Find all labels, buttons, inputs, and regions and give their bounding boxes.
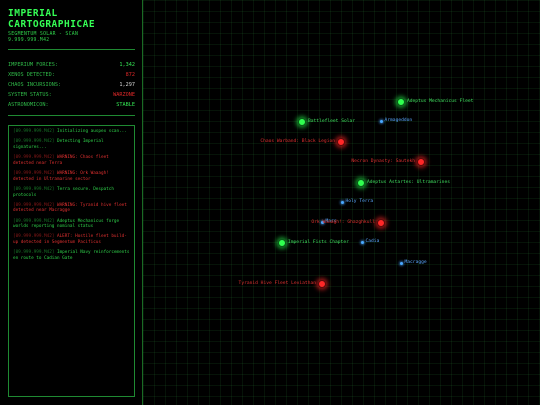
subtitle-sector: SEGMENTUM SOLAR - SCAN [8, 32, 79, 37]
log-message: Imperial Navy reinforcements en route to… [13, 250, 130, 262]
log-entry: [09.999.999.M42] Imperial Navy reinforce… [13, 250, 130, 262]
log-entry: [09.999.999.M42] ALERT: Hostile fleet bu… [13, 234, 130, 246]
marker-dot-icon [278, 239, 286, 247]
map-marker-adeptus-astartes-ultramarines[interactable]: Adeptus Astartes: Ultramarines [357, 179, 450, 187]
stat-row-astronomicon: ASTRONOMICON: STABLE [8, 100, 135, 110]
log-timestamp: [09.999.999.M42] [13, 218, 55, 224]
stats-list: IMPERIUM FORCES: 1,342 XENOS DETECTED: 8… [8, 60, 135, 110]
marker-label: Cadia [365, 239, 380, 244]
marker-label: Mars [325, 219, 337, 224]
stat-row-xenos: XENOS DETECTED: 872 [8, 70, 135, 80]
log-entry: [09.999.999.M42] Initializing auspex sca… [13, 129, 130, 135]
marker-dot-icon [360, 240, 364, 244]
map-marker-cadia[interactable]: Cadia [360, 239, 380, 245]
log-message: WARNING: Chaos fleet detected near Terra [13, 154, 109, 166]
marker-dot-icon [377, 219, 385, 227]
map-marker-adeptus-mechanicus-fleet[interactable]: Adeptus Mechanicus Fleet [397, 98, 473, 106]
log-message: Detecting Imperial signatures... [13, 139, 104, 150]
marker-dot-icon [318, 280, 326, 288]
marker-label: Adeptus Mechanicus Fleet [407, 99, 474, 104]
map-marker-macragge[interactable]: Macragge [399, 260, 427, 266]
stat-row-chaos: CHAOS INCURSIONS: 1,297 [8, 80, 135, 90]
map-marker-mars[interactable]: Mars [320, 219, 337, 225]
log-message: Terra secure. Despatch protocols [13, 186, 114, 198]
map-marker-battlefleet-solar[interactable]: Battlefleet Solar [298, 118, 355, 126]
marker-dot-icon [357, 179, 365, 187]
divider [8, 49, 135, 50]
status-panel: IMPERIAL CARTOGRAPHICAE SEGMENTUM SOLAR … [0, 0, 143, 405]
log-entry: [09.999.999.M42] Terra secure. Despatch … [13, 187, 130, 199]
log-entry: [09.999.999.M42] WARNING: Ork Waaagh! de… [13, 171, 130, 183]
stat-label: XENOS DETECTED: [8, 72, 55, 78]
marker-label: Imperial Fists Chapter [288, 240, 349, 245]
marker-dot-icon [399, 261, 403, 265]
stat-row-forces: IMPERIUM FORCES: 1,342 [8, 60, 135, 70]
divider [8, 115, 135, 116]
marker-label: Tyranid Hive Fleet Leviathan [238, 281, 316, 286]
marker-label: Battlefleet Solar [308, 119, 356, 124]
marker-dot-icon [337, 138, 345, 146]
stat-value: WARZONE [113, 92, 135, 98]
log-timestamp: [09.999.999.M42] [13, 129, 55, 134]
log-timestamp: [09.999.999.M42] [13, 250, 55, 256]
marker-dot-icon [379, 119, 383, 123]
marker-label: Ork Waaagh!: Ghazghkull [311, 220, 375, 225]
log-entry: [09.999.999.M42] WARNING: Chaos fleet de… [13, 155, 130, 167]
stat-label: SYSTEM STATUS: [8, 92, 52, 98]
event-log[interactable]: [09.999.999.M42] Initializing auspex sca… [8, 125, 135, 397]
page-title: IMPERIAL CARTOGRAPHICAE [8, 8, 96, 30]
stat-label: IMPERIUM FORCES: [8, 62, 58, 68]
stat-row-system: SYSTEM STATUS: WARZONE [8, 90, 135, 100]
map-marker-ork-waaagh-ghazghkull[interactable]: Ork Waaagh!: Ghazghkull [311, 219, 385, 227]
log-timestamp: [09.999.999.M42] [13, 170, 55, 176]
map-marker-chaos-warband-black-legion[interactable]: Chaos Warband: Black Legion [260, 138, 345, 146]
log-timestamp: [09.999.999.M42] [13, 202, 55, 208]
marker-label: Macragge [404, 260, 427, 265]
marker-dot-icon [298, 118, 306, 126]
map-marker-imperial-fists-chapter[interactable]: Imperial Fists Chapter [278, 239, 349, 247]
log-timestamp: [09.999.999.M42] [13, 139, 55, 145]
stat-label: CHAOS INCURSIONS: [8, 82, 62, 88]
stat-value: STABLE [116, 102, 135, 108]
map-marker-holy-terra[interactable]: Holy Terra [340, 199, 374, 205]
log-entry: [09.999.999.M42] WARNING: Tyranid hive f… [13, 203, 130, 215]
stat-value: 1,342 [119, 62, 135, 68]
marker-dot-icon [320, 220, 324, 224]
page-subtitle: SEGMENTUM SOLAR - SCAN 9.999.999.M42 [8, 32, 138, 44]
marker-label: Holy Terra [345, 199, 374, 204]
log-message: Adeptus Mechanicus forge worlds reportin… [13, 218, 120, 230]
log-entry: [09.999.999.M42] Detecting Imperial sign… [13, 139, 130, 151]
map-marker-necron-dynasty-sautekh[interactable]: Necron Dynasty: Sautekh [351, 158, 425, 166]
stat-value: 872 [125, 72, 135, 78]
log-timestamp: [09.999.999.M42] [13, 154, 55, 160]
marker-label: Adeptus Astartes: Ultramarines [367, 180, 450, 185]
log-timestamp: [09.999.999.M42] [13, 234, 55, 240]
marker-dot-icon [417, 158, 425, 166]
map-marker-armageddon[interactable]: Armageddon [379, 118, 413, 124]
stat-value: 1,297 [119, 82, 135, 88]
log-entry: [09.999.999.M42] Adeptus Mechanicus forg… [13, 219, 130, 231]
log-timestamp: [09.999.999.M42] [13, 186, 55, 192]
log-message: WARNING: Ork Waaagh! detected in Ultrama… [13, 170, 109, 182]
subtitle-date: 9.999.999.M42 [8, 38, 50, 43]
log-message: Initializing auspex scan... [57, 129, 127, 134]
log-message: ALERT: Hostile fleet build-up detected i… [13, 234, 127, 246]
marker-dot-icon [340, 200, 344, 204]
marker-label: Chaos Warband: Black Legion [260, 139, 335, 144]
marker-label: Necron Dynasty: Sautekh [351, 159, 415, 164]
map-marker-tyranid-hive-fleet-leviathan[interactable]: Tyranid Hive Fleet Leviathan [239, 280, 326, 288]
log-message: WARNING: Tyranid hive fleet detected nea… [13, 202, 127, 214]
marker-label: Armageddon [384, 118, 413, 123]
marker-dot-icon [397, 98, 405, 106]
stat-label: ASTRONOMICON: [8, 102, 49, 108]
